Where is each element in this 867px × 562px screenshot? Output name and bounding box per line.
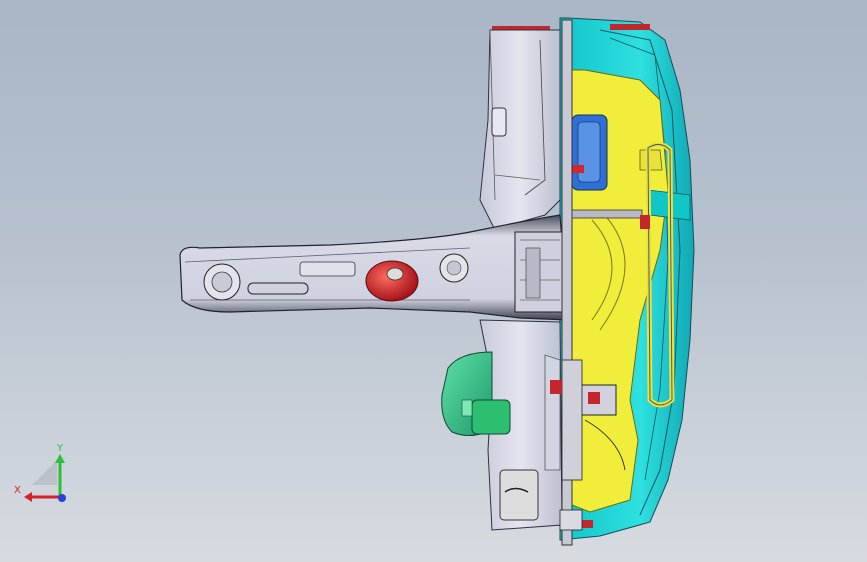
shifter-boot	[365, 260, 419, 302]
z-axis-icon	[58, 494, 66, 502]
x-axis-label: X	[14, 485, 21, 496]
triad-plane	[32, 460, 57, 485]
lower-pocket	[499, 469, 539, 521]
top-red-strip	[492, 26, 550, 32]
y-axis-label: Y	[56, 443, 64, 454]
glovebox-latch	[491, 107, 507, 137]
cross-car-beam	[561, 19, 573, 546]
console-slot	[247, 282, 309, 295]
coordinate-triad: X Y	[14, 443, 66, 502]
